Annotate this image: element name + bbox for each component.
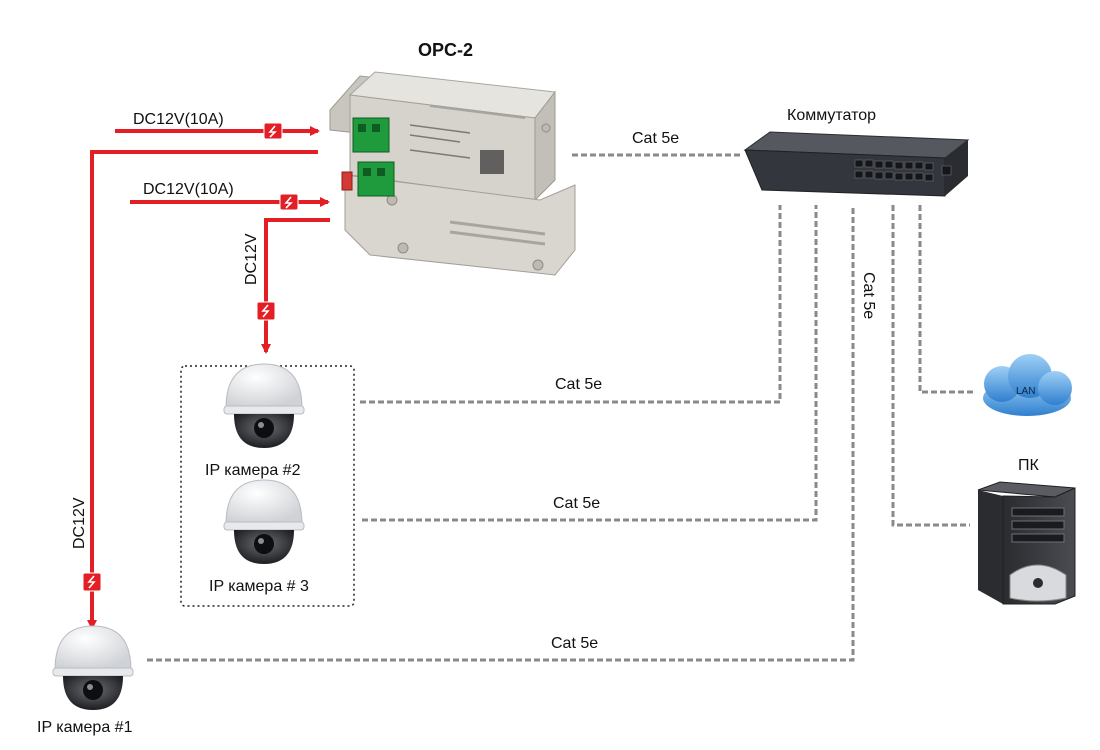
- fuse-icon: [279, 193, 299, 211]
- camera-2-icon: [223, 363, 305, 449]
- pc-label: ПК: [1018, 457, 1040, 474]
- power-camera1-line: [87, 150, 318, 630]
- network-cables: [147, 153, 975, 662]
- camera-1-icon: [52, 625, 134, 711]
- camera-1-label: IP камера #1: [37, 719, 133, 736]
- device-title: OPC-2: [418, 40, 473, 60]
- switch-label: Коммутатор: [787, 107, 876, 124]
- cable-camera1: [147, 205, 855, 662]
- camera-2-label: IP камера #2: [205, 462, 301, 479]
- fuse-icon: [82, 572, 102, 592]
- camera-group-frame: [180, 365, 355, 607]
- camera-3-label: IP камера # 3: [209, 578, 309, 595]
- fuse-icon: [263, 122, 283, 140]
- cable-label: Cat 5e: [555, 376, 602, 393]
- cable-label: Cat 5e: [551, 635, 598, 652]
- cable-label: Cat 5e: [553, 495, 600, 512]
- opc2-device-icon: [329, 71, 576, 276]
- cable-pc: [891, 205, 970, 527]
- power-camera2-line: [261, 218, 330, 354]
- cable-camera2: [360, 205, 782, 404]
- power-lines: [82, 122, 330, 630]
- power-input-2-label: DC12V(10A): [143, 181, 234, 198]
- cable-lan: [918, 205, 975, 394]
- camera-3-icon: [223, 479, 305, 565]
- pc-tower-icon: [977, 481, 1076, 605]
- power-camera1-label: DC12V: [71, 497, 88, 549]
- power-input-1-label: DC12V(10A): [133, 111, 224, 128]
- switch-icon: [743, 131, 970, 197]
- power-camera2-label: DC12V: [243, 233, 260, 285]
- lan-cloud-icon: LAN: [983, 354, 1072, 416]
- lan-label: LAN: [1016, 386, 1035, 397]
- cable-camera3: [362, 205, 818, 522]
- fuse-icon: [256, 301, 276, 321]
- cable-label: Cat 5e: [632, 130, 679, 147]
- cable-label: Cat 5e: [860, 272, 877, 319]
